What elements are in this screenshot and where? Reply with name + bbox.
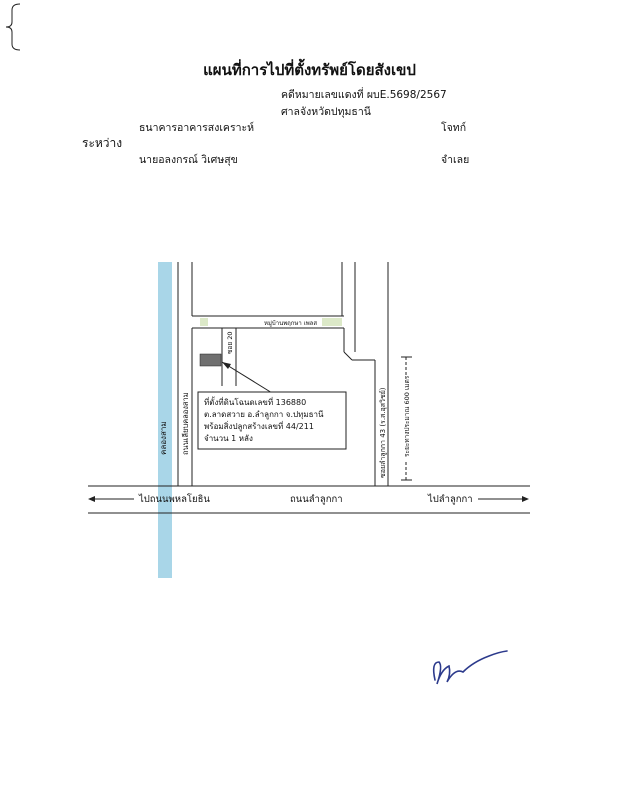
village-strip-right bbox=[322, 318, 342, 326]
main-road-label: ถนนลำลูกกา bbox=[290, 494, 343, 505]
left-direction-label: ไปถนนพหลโยธิน bbox=[138, 493, 210, 505]
canal bbox=[158, 262, 172, 578]
right-arrow-icon bbox=[522, 496, 529, 502]
property-line-3: พร้อมสิ่งปลูกสร้างเลขที่ 44/211 bbox=[204, 420, 314, 432]
right-direction-label: ไปลำลูกกา bbox=[427, 493, 473, 505]
defendant-role: จำเลย bbox=[441, 154, 470, 166]
page-title: แผนที่การไปที่ตั้งทรัพย์โดยสังเขป bbox=[203, 61, 416, 79]
village-label: หมู่บ้านพฤกษา เพลส bbox=[264, 320, 317, 327]
left-arrow-icon bbox=[88, 496, 95, 502]
distance-label-bg bbox=[401, 376, 412, 460]
village-strip-left bbox=[200, 318, 208, 326]
between-label: ระหว่าง bbox=[82, 136, 123, 150]
property-callout bbox=[197, 391, 347, 450]
case-number: คดีหมายเลขแดงที่ ผบE.5698/2567 bbox=[281, 89, 447, 101]
property-line-2: ต.ลาดสวาย อ.ลำลูกกา จ.ปทุมธานี bbox=[204, 410, 324, 420]
pointer-line bbox=[221, 361, 278, 397]
plaintiff-role: โจทก์ bbox=[441, 122, 467, 134]
plaintiff-name: ธนาคารอาคารสงเคราะห์ bbox=[139, 122, 255, 134]
canal-label: คลองสาม bbox=[159, 421, 168, 455]
side-soi-label: ซอยลำลูกกา 43 (ร.ส.อุสวิชย์) bbox=[379, 387, 387, 478]
canal-road-label: ถนนเลียบคลองสาม bbox=[181, 392, 190, 455]
block-corner bbox=[343, 351, 353, 361]
property-line-4: จำนวน 1 หลัง bbox=[204, 434, 253, 443]
pointer-arrowhead bbox=[222, 362, 231, 369]
court-name: ศาลจังหวัดปทุมธานี bbox=[281, 106, 371, 118]
defendant-name: นายอลงกรณ์ วิเศษสุข bbox=[139, 154, 238, 166]
property-line-1: ที่ตั้งที่ดินโฉนดเลขที่ 136880 bbox=[204, 396, 306, 407]
property-plot bbox=[199, 353, 222, 367]
party-brace bbox=[5, 3, 21, 51]
signature bbox=[432, 650, 508, 685]
distance-label: ระยะทางประมาณ 600 เมตร bbox=[403, 375, 411, 457]
soi-20-label: ซอย 20 bbox=[226, 332, 234, 354]
